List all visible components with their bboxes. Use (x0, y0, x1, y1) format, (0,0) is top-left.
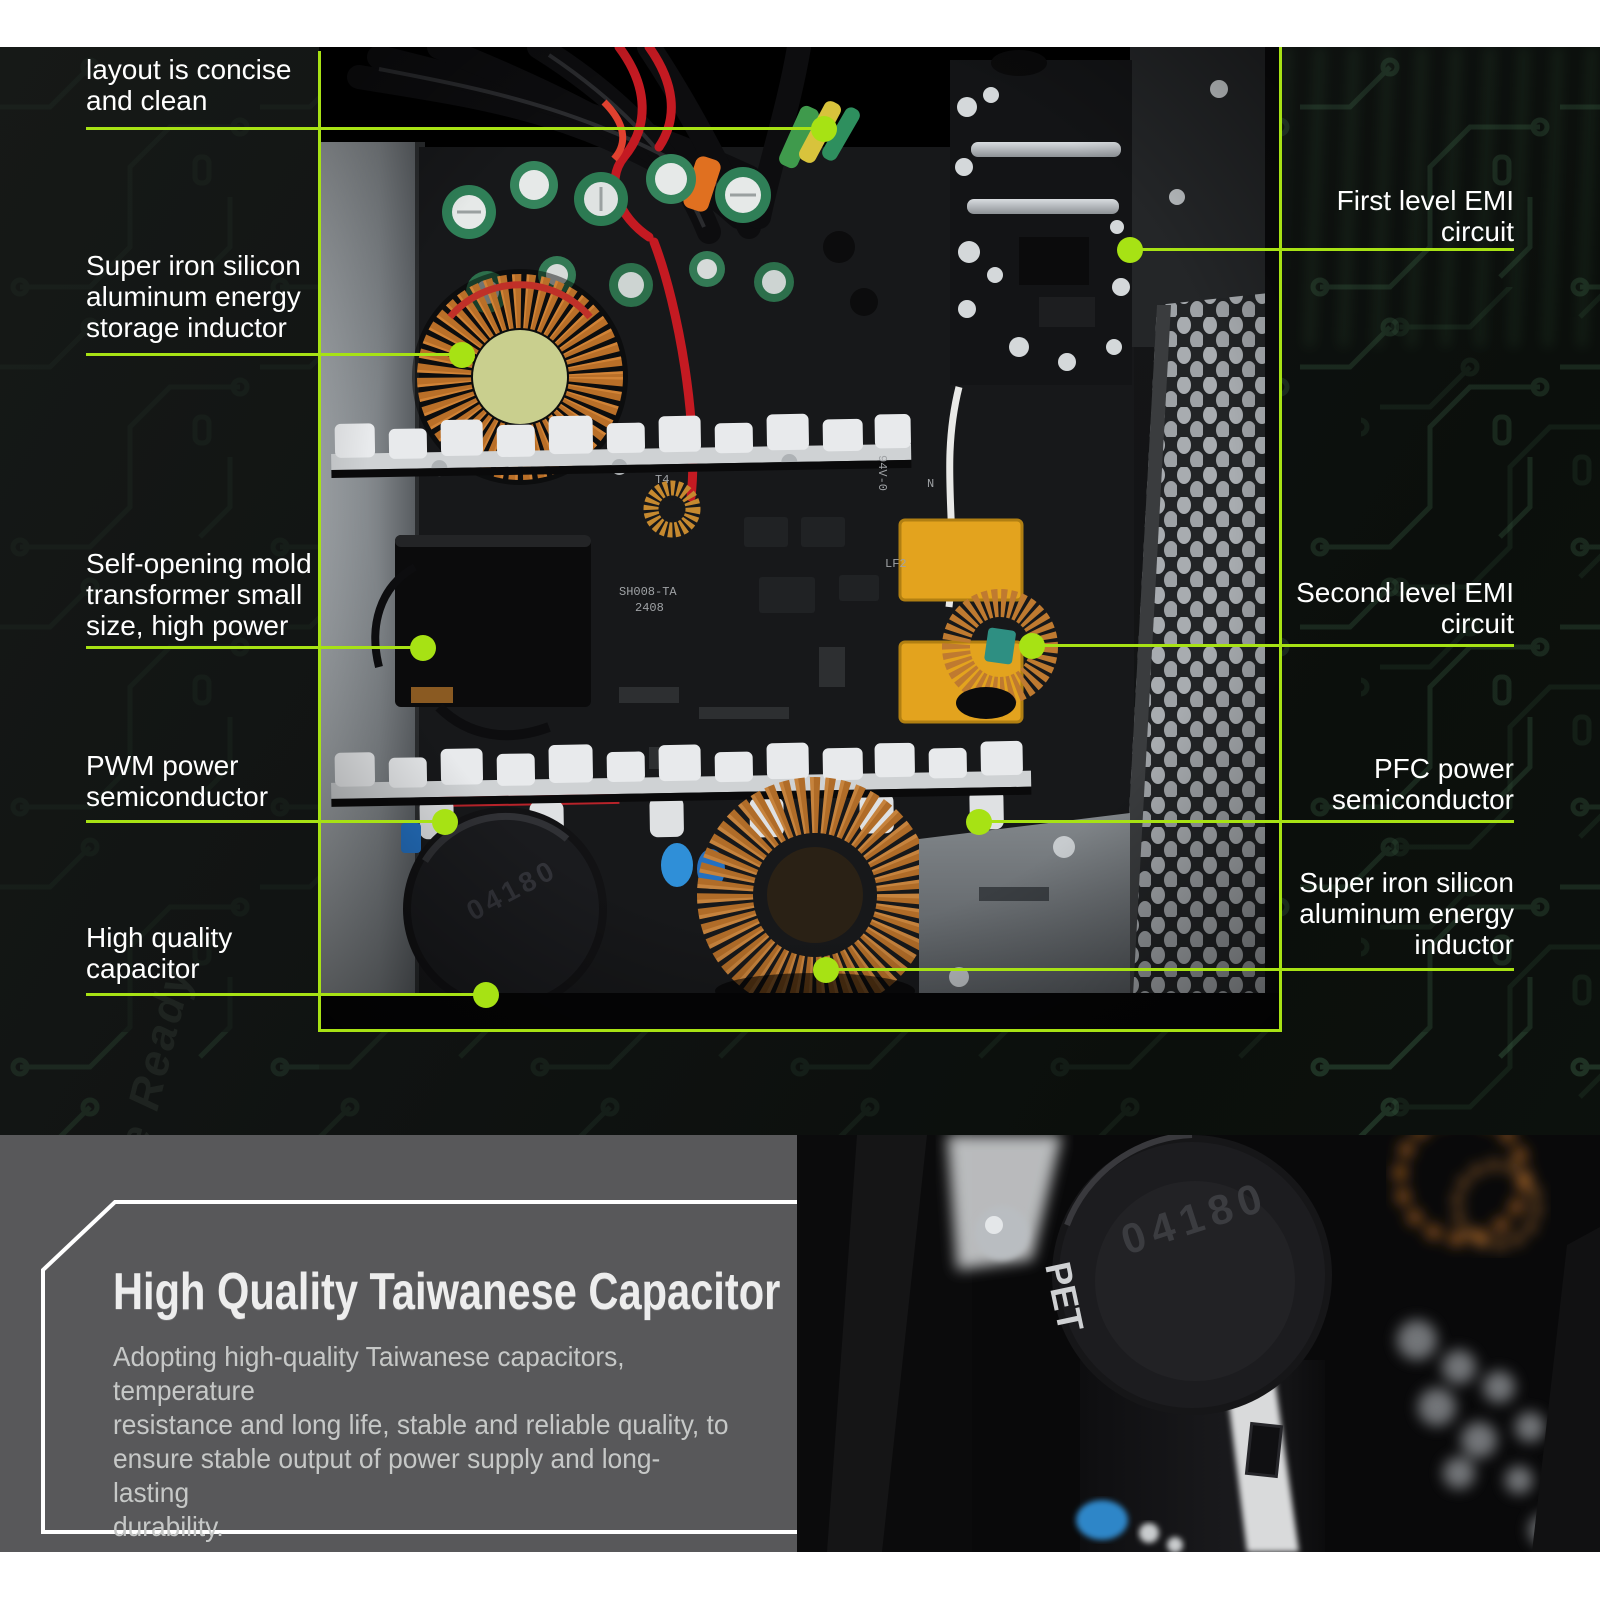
label-energy-inductor: Super iron silicon aluminum energy induc… (1299, 867, 1514, 960)
info-panel-body: Adopting high-quality Taiwanese capacito… (113, 1341, 729, 1542)
page-bottom-margin (0, 1552, 1600, 1600)
callout-dot-pwm (432, 809, 458, 835)
callout-dot-storage-inductor (449, 342, 475, 368)
psu-internals-photo: 04180 SH008-TA 2408 T4 LF2 (319, 47, 1281, 1032)
callout-dot-layout (811, 116, 837, 142)
callout-line-layout (86, 127, 824, 130)
top-right-glow-streaks (1281, 47, 1600, 347)
callout-line-first-emi (1130, 248, 1514, 251)
label-pfc: PFC power semiconductor (1331, 753, 1514, 815)
photo-frame-left (318, 51, 321, 1032)
callout-line-storage-inductor (86, 353, 462, 356)
info-panel-border (41, 1200, 797, 1534)
callout-line-pfc (979, 820, 1514, 823)
callout-line-second-emi (1032, 644, 1514, 647)
callout-dot-energy-inductor (813, 957, 839, 983)
label-pwm: PWM power semiconductor (86, 750, 269, 812)
callout-dot-second-emi (1019, 633, 1045, 659)
photo-frame-right (1279, 47, 1282, 1032)
label-storage-inductor: Super iron silicon aluminum energy stora… (86, 250, 301, 343)
callout-dot-transformer (410, 635, 436, 661)
label-capacitor: High quality capacitor (86, 922, 233, 984)
photo-frame-bottom (318, 1029, 1282, 1032)
callout-dot-pfc (966, 809, 992, 835)
callout-line-pwm (86, 820, 445, 823)
label-first-emi: First level EMI circuit (1336, 185, 1514, 247)
callout-line-transformer (86, 646, 423, 649)
callout-line-energy-inductor (826, 968, 1514, 971)
info-panel (0, 1135, 797, 1552)
label-layout: layout is concise and clean (86, 54, 292, 116)
capacitor-closeup-photo: 04180 PET (797, 1135, 1600, 1552)
circuit-pattern-background (0, 47, 1600, 1177)
info-panel-title: High Quality Taiwanese Capacitor (113, 1263, 781, 1321)
callout-dot-capacitor (473, 982, 499, 1008)
callout-line-capacitor (86, 993, 486, 996)
label-transformer: Self-opening mold transformer small size… (86, 548, 312, 641)
label-second-emi: Second level EMI circuit (1296, 577, 1514, 639)
page-top-margin (0, 0, 1600, 47)
callout-dot-first-emi (1117, 237, 1143, 263)
